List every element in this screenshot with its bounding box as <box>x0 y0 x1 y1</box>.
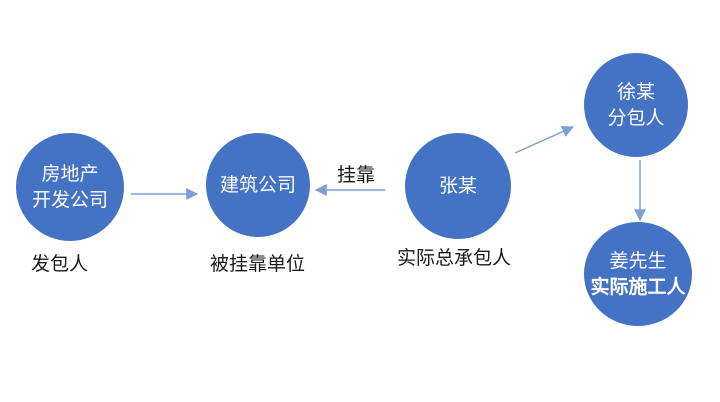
node-developer: 房地产 开发公司 <box>16 133 124 241</box>
node-zhang-line1: 张某 <box>438 175 477 197</box>
node-developer-line2: 开发公司 <box>31 189 108 211</box>
node-jiang: 姜先生 实际施工人 <box>584 222 692 326</box>
node-developer-line1: 房地产 <box>41 163 99 185</box>
role-zhang: 实际总承包人 <box>397 247 512 269</box>
node-xu-line1: 徐某 <box>616 81 655 103</box>
node-jiang-line2: 实际施工人 <box>590 276 686 298</box>
arrow-zhang-to-xu <box>514 125 575 154</box>
edge-label-guakao: 挂靠 <box>337 164 376 186</box>
node-xu: 徐某 分包人 <box>584 53 688 157</box>
node-jiang-line1: 姜先生 <box>609 250 667 272</box>
role-developer: 发包人 <box>31 253 89 275</box>
node-xu-line2: 分包人 <box>607 107 665 129</box>
node-construction-line1: 建筑公司 <box>219 174 296 196</box>
role-construction: 被挂靠单位 <box>210 253 306 275</box>
node-zhang: 张某 <box>405 133 511 239</box>
node-construction: 建筑公司 <box>206 133 310 237</box>
